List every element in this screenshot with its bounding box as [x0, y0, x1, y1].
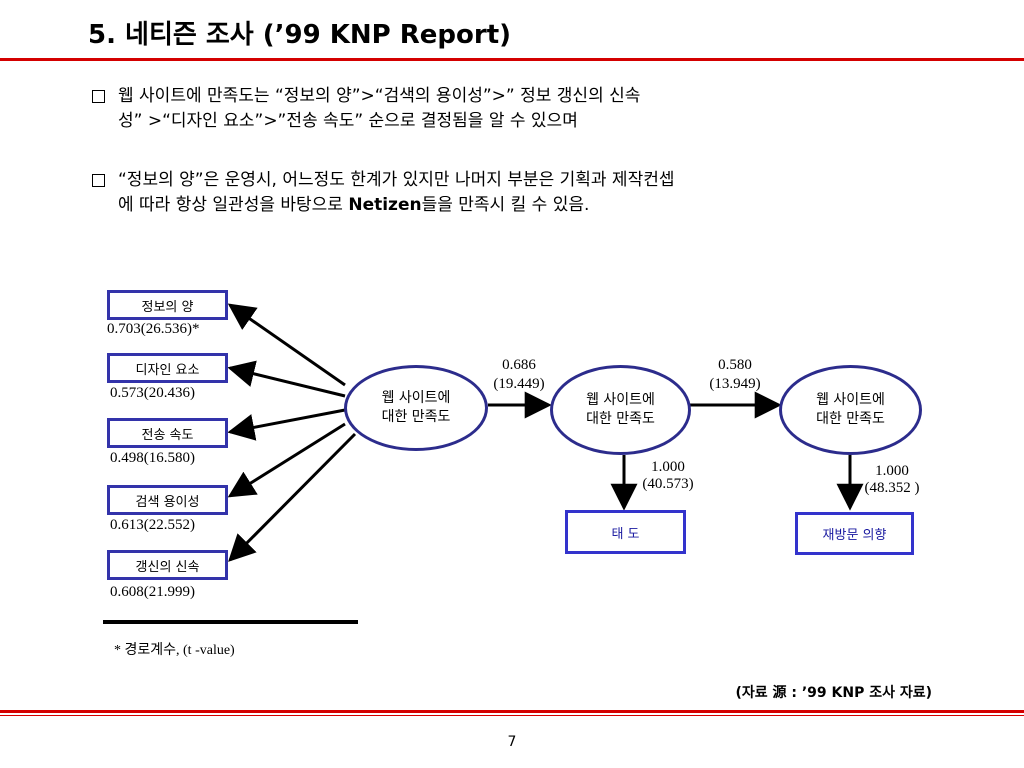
title-text: 네티즌 조사 (’99 KNP Report) — [125, 20, 512, 50]
ellipse-label: 대한 만족도 — [586, 411, 655, 427]
ellipse-label: 웹 사이트에 — [381, 390, 451, 406]
variable-box-info-amount: 정보의 양 — [107, 290, 228, 320]
coefficient-value: 0.580 — [718, 357, 752, 373]
variable-box-search: 검색 용이성 — [107, 485, 228, 515]
variable-label: 검색 용이성 — [135, 494, 200, 510]
variable-label: 디자인 요소 — [135, 362, 200, 378]
footer-divider-thin — [0, 715, 1024, 716]
bullet-line: “정보의 양”은 운영시, 어느정도 한계가 있지만 나머지 부분은 기획과 제… — [118, 170, 675, 190]
checkbox-bullet-icon — [92, 174, 105, 187]
bullet-line: 웹 사이트에 만족도는 “정보의 양”>“검색의 용이성”>” 정보 갱신의 신… — [118, 86, 641, 106]
latent-ellipse-satisfaction-1: 웹 사이트에 대한 만족도 — [344, 365, 488, 451]
bullet-text: “정보의 양”은 운영시, 어느정도 한계가 있지만 나머지 부분은 기획과 제… — [118, 168, 938, 218]
coefficient-value: 1.000 — [651, 459, 685, 475]
arrow-to-design — [227, 360, 346, 398]
t-value: (19.449) — [493, 376, 545, 392]
bullet-text-part: 에 따라 항상 일관성을 바탕으로 — [118, 195, 349, 215]
path-coefficient-label: 1.000 (48.352 ) — [852, 463, 932, 497]
outcome-box-revisit-intent: 재방문 의향 — [795, 512, 914, 555]
checkbox-bullet-icon — [92, 90, 105, 103]
path-coefficient-label: 0.580 (13.949) — [700, 356, 770, 394]
variable-box-design: 디자인 요소 — [107, 353, 228, 383]
ellipse-label: 웹 사이트에 — [816, 392, 885, 408]
variable-value: 0.573(20.436) — [110, 385, 195, 401]
latent-ellipse-satisfaction-2: 웹 사이트에 대한 만족도 — [550, 365, 691, 455]
title-number: 5. — [88, 20, 116, 50]
outcome-box-attitude: 태 도 — [565, 510, 686, 554]
variable-box-speed: 전송 속도 — [107, 418, 228, 448]
bullet-line: 에 따라 항상 일관성을 바탕으로 Netizen들을 만족시 킬 수 있음. — [118, 193, 938, 218]
source-citation: (자료 源 : ’99 KNP 조사 자료) — [735, 685, 932, 701]
coefficient-value: 1.000 — [875, 463, 909, 479]
bullet-text: 웹 사이트에 만족도는 “정보의 양”>“검색의 용이성”>” 정보 갱신의 신… — [118, 84, 938, 134]
header-divider — [0, 58, 1024, 61]
arrow-to-search — [227, 422, 346, 498]
variable-value: 0.613(22.552) — [110, 517, 195, 533]
footer-divider — [0, 710, 1024, 713]
variable-label: 정보의 양 — [141, 299, 194, 315]
bullet-text-part: 들을 만족시 킬 수 있음. — [421, 195, 590, 215]
variable-value: 0.703(26.536)* — [107, 321, 200, 337]
coefficient-value: 0.686 — [502, 357, 536, 373]
footnote: * 경로계수, (t -value) — [114, 643, 235, 658]
page-title: 5. 네티즌 조사 (’99 KNP Report) — [88, 14, 511, 51]
variable-value: 0.608(21.999) — [110, 584, 195, 600]
variable-label: 전송 속도 — [141, 427, 194, 443]
bullet-text-bold: Netizen — [348, 195, 422, 215]
ellipse-label: 웹 사이트에 — [586, 392, 655, 408]
ellipse-label: 대한 만족도 — [816, 411, 885, 427]
latent-ellipse-satisfaction-3: 웹 사이트에 대한 만족도 — [779, 365, 922, 455]
arrow-to-speed — [227, 408, 346, 441]
t-value: (40.573) — [642, 476, 694, 492]
path-coefficient-label: 1.000 (40.573) — [630, 459, 706, 493]
t-value: (13.949) — [709, 376, 761, 392]
arrow-to-update — [228, 432, 357, 562]
variable-box-update: 갱신의 신속 — [107, 550, 228, 580]
arrow-to-info-amount — [227, 303, 346, 387]
bullet-line: 성” >“디자인 요소”>”전송 속도” 순으로 결정됨을 알 수 있으며 — [118, 111, 578, 131]
t-value: (48.352 ) — [864, 480, 920, 496]
variable-value: 0.498(16.580) — [110, 450, 195, 466]
outcome-label: 태 도 — [611, 526, 640, 542]
path-coefficient-label: 0.686 (19.449) — [486, 356, 552, 394]
ellipse-label: 대한 만족도 — [381, 409, 451, 425]
variable-label: 갱신의 신속 — [135, 559, 200, 575]
outcome-label: 재방문 의향 — [822, 528, 887, 543]
page-number: 7 — [507, 734, 517, 750]
